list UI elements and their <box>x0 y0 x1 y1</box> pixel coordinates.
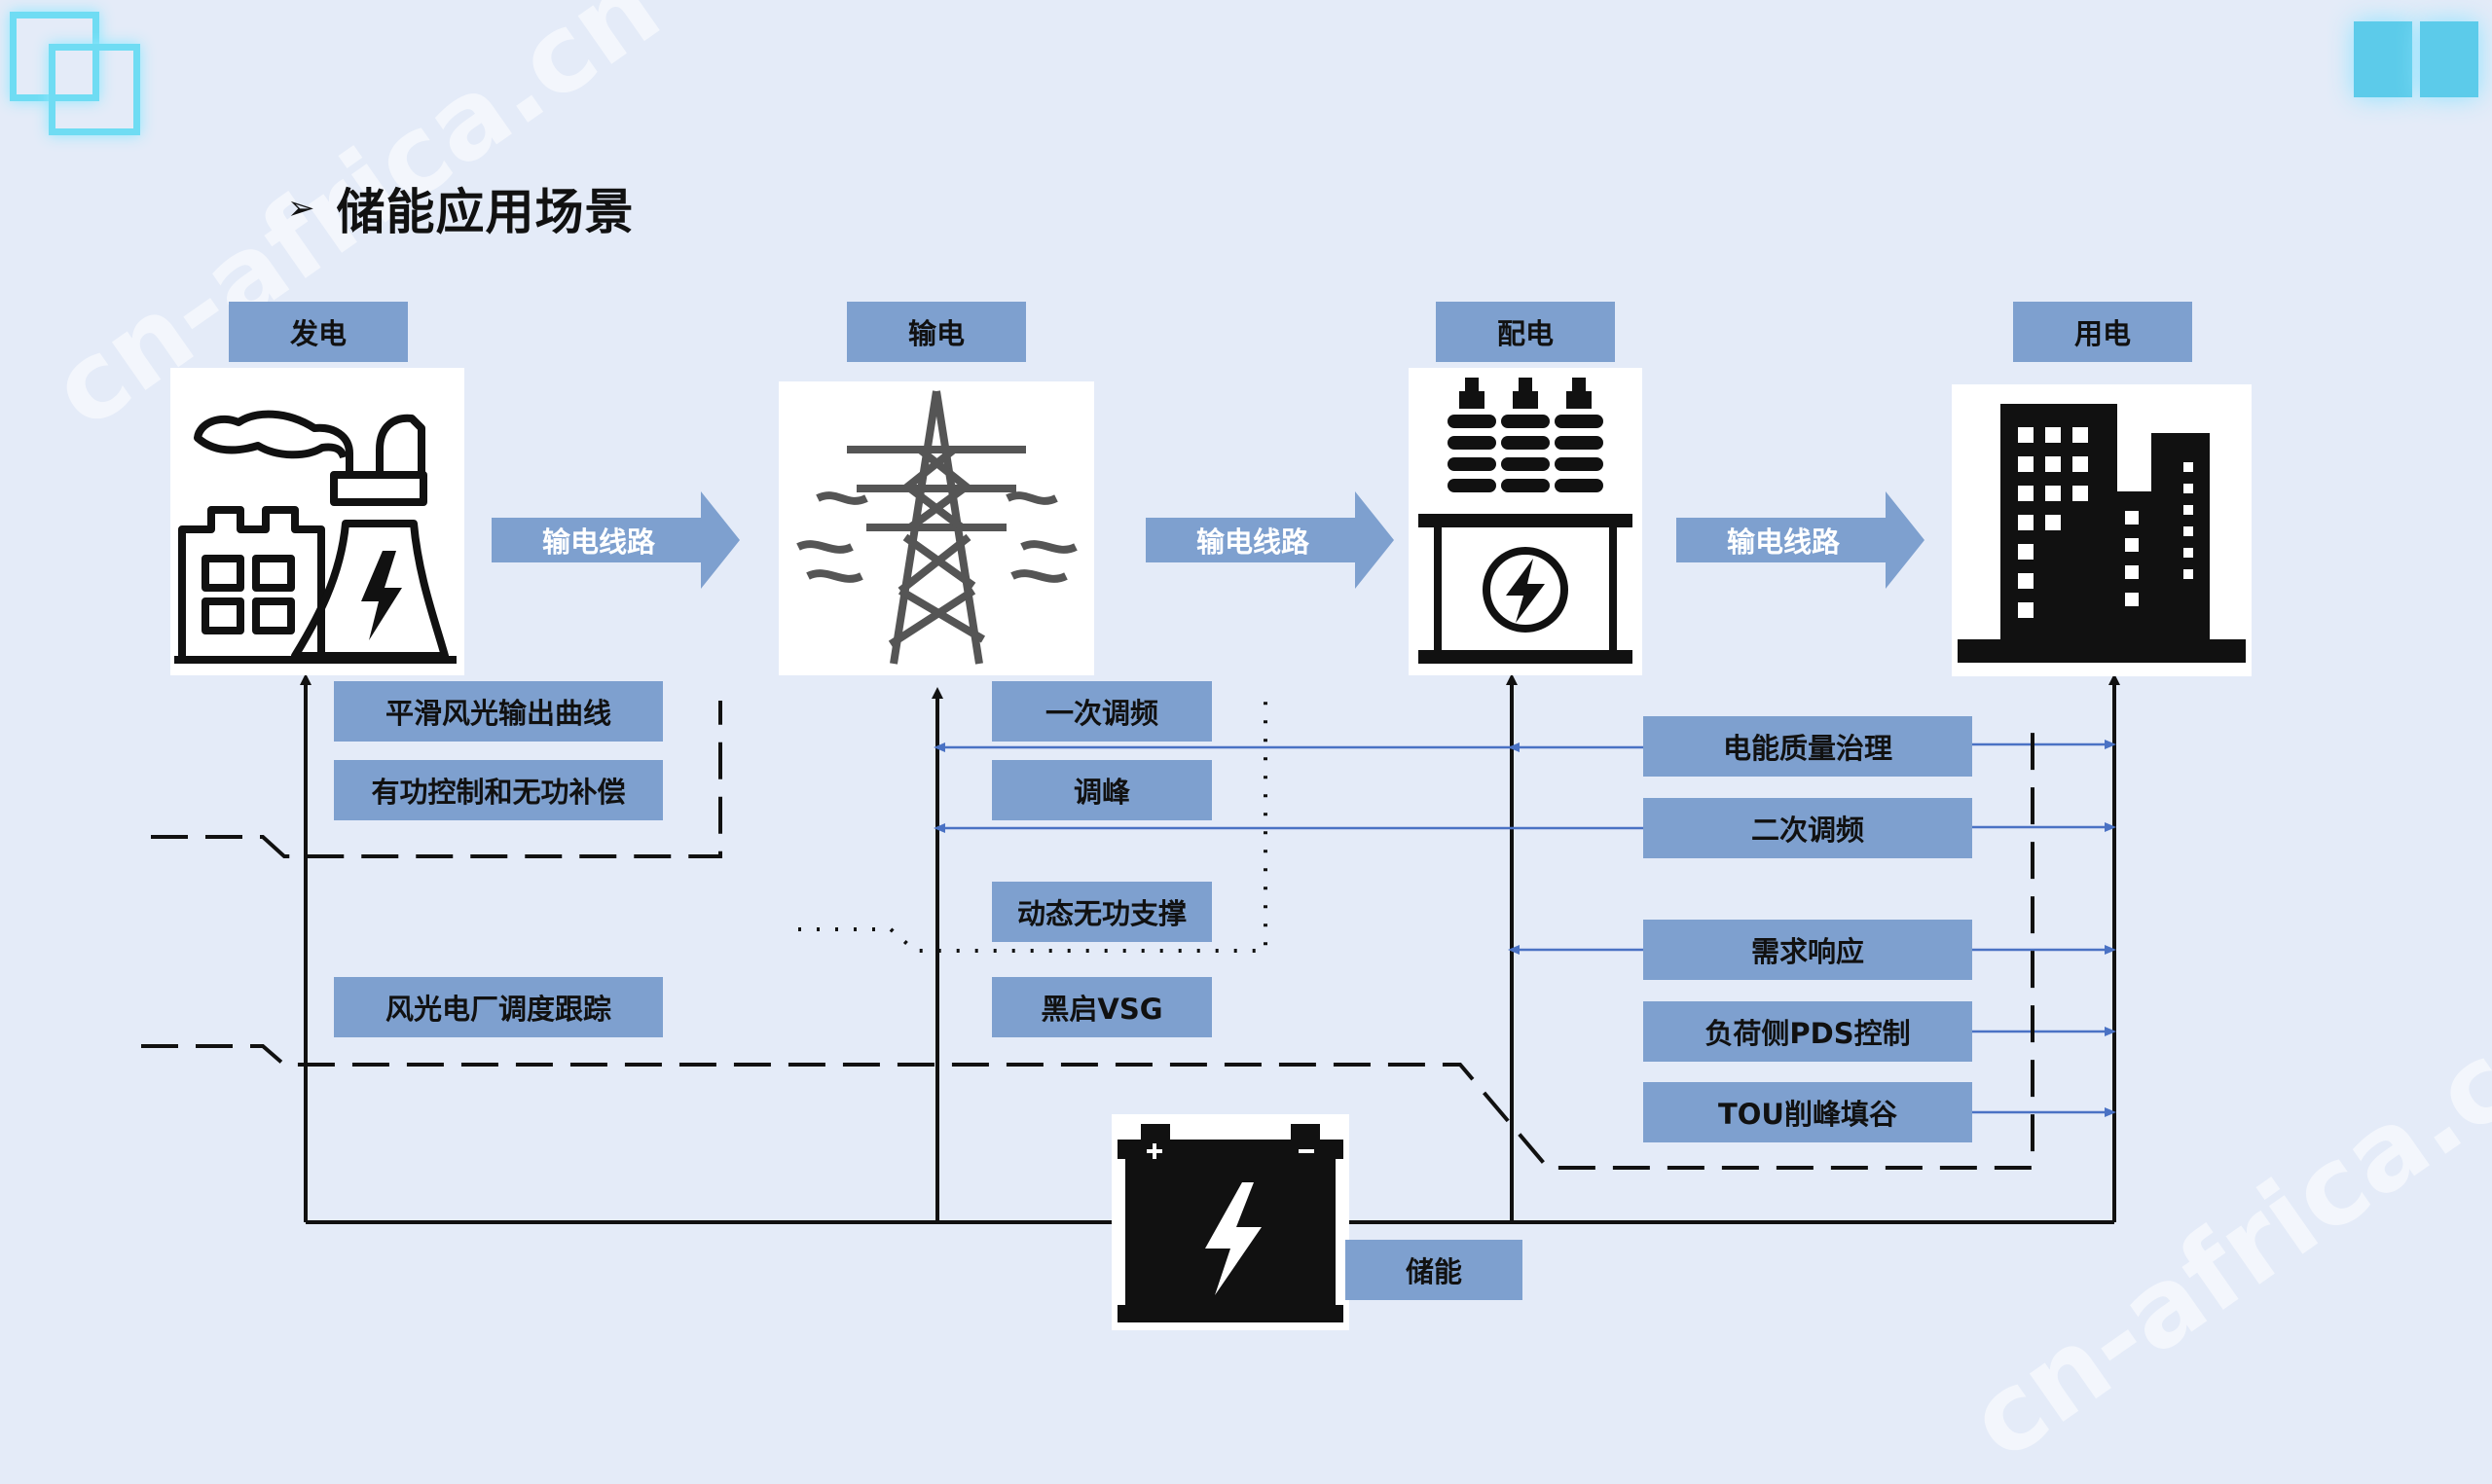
app-label-secondary-fm: 二次调频 <box>1643 798 1972 858</box>
transmission-tower-icon <box>796 390 1078 665</box>
app-label-tou: TOU削峰填谷 <box>1643 1082 1972 1142</box>
stage-header-consumption: 用电 <box>2013 302 2192 362</box>
flow-arrow-3: 输电线路 <box>1676 491 1924 589</box>
stage-header-transmission: 输电 <box>847 302 1026 362</box>
buildings-image <box>1952 384 2252 676</box>
app-label-dynamic-reactive: 动态无功支撑 <box>992 882 1212 942</box>
stage-header-distribution: 配电 <box>1436 302 1615 362</box>
app-label-smoothing: 平滑风光输出曲线 <box>334 681 663 742</box>
page-title: ➢ 储能应用场景 <box>287 173 635 243</box>
app-label-demand-response: 需求响应 <box>1643 920 1972 980</box>
flow-arrow-label: 输电线路 <box>1195 525 1309 559</box>
transformer-icon <box>1418 378 1632 664</box>
transmission-tower-image <box>779 381 1094 675</box>
battery-icon <box>1118 1124 1343 1322</box>
transformer-image <box>1409 368 1642 675</box>
flow-arrow-1: 输电线路 <box>492 491 740 589</box>
app-label-black-start: 黑启VSG <box>992 977 1212 1037</box>
power-plant-image <box>170 368 464 675</box>
app-label-primary-fm: 一次调频 <box>992 681 1212 742</box>
app-label-power-quality: 电能质量治理 <box>1643 716 1972 777</box>
app-label-peak-shaving: 调峰 <box>992 760 1212 820</box>
flow-arrow-label: 输电线路 <box>1726 525 1840 559</box>
battery-image <box>1112 1114 1349 1330</box>
title-text: 储能应用场景 <box>336 184 635 240</box>
corner-square-decoration <box>49 44 140 135</box>
flow-arrow-label: 输电线路 <box>541 525 655 559</box>
buildings-icon <box>1958 404 2246 663</box>
app-label-power-control: 有功控制和无功补偿 <box>334 760 663 820</box>
app-label-pds-control: 负荷侧PDS控制 <box>1643 1001 1972 1062</box>
corner-bar-decoration <box>2354 21 2412 97</box>
corner-bar-decoration <box>2420 21 2478 97</box>
consumption-group-boundary <box>141 730 2034 1170</box>
connector-lines <box>141 673 2120 1224</box>
app-label-dispatch-tracking: 风光电厂调度跟踪 <box>334 977 663 1037</box>
power-plant-icon <box>174 410 457 664</box>
stage-header-generation: 发电 <box>229 302 408 362</box>
generation-group-boundary <box>151 701 722 858</box>
storage-label: 储能 <box>1345 1240 1522 1300</box>
bullet-arrow-icon: ➢ <box>287 189 315 228</box>
flow-arrow-2: 输电线路 <box>1146 491 1394 589</box>
